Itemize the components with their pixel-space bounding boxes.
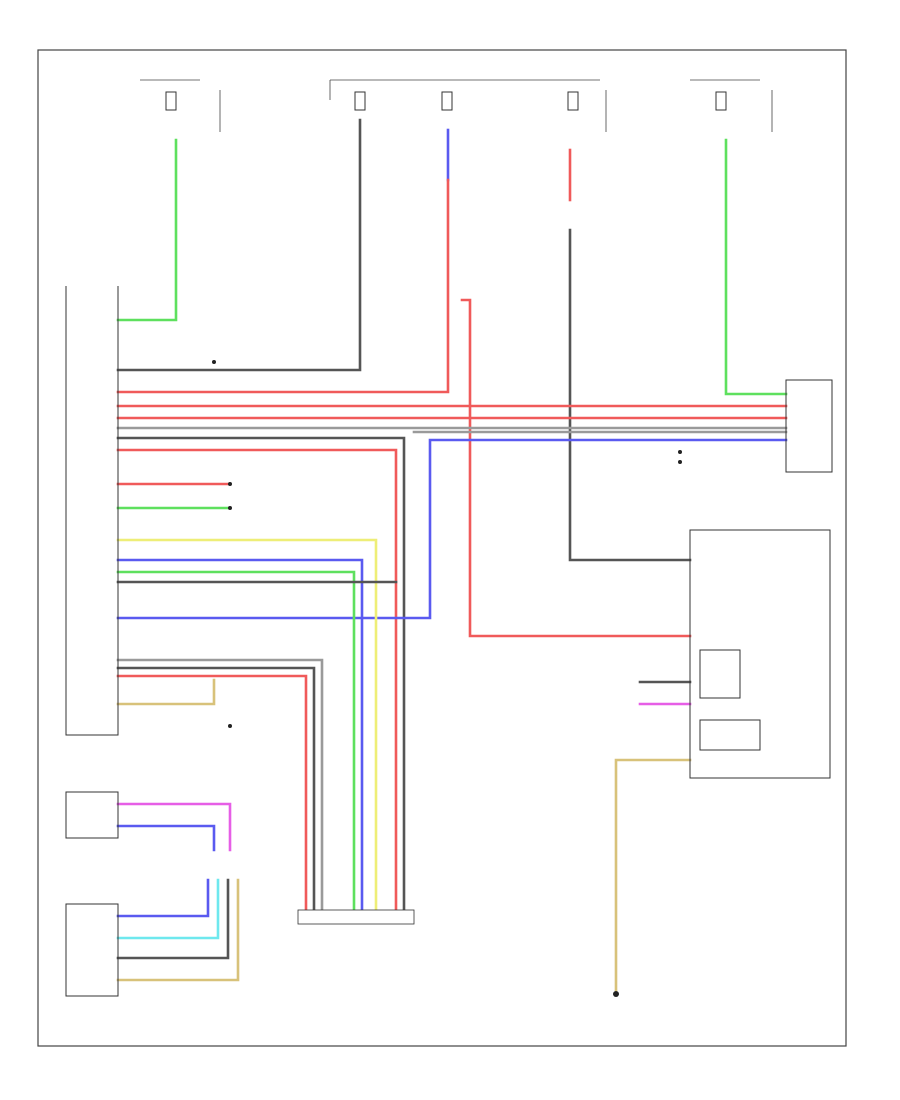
yaw-sensor-module [65,791,119,839]
fuse-block-3 [441,91,453,111]
steering-sensor-module [785,379,833,473]
wire-tan [116,678,216,706]
wire-black-lower [116,666,316,922]
ground-symbol [613,991,619,997]
wire-blue-mid [116,558,364,922]
wire-red-fuse3-branch [460,298,692,638]
fuse-block-5 [690,79,773,132]
airbag-sensor-module [65,903,119,997]
wire-red-lower [116,674,308,922]
wire-blue-low2 [116,878,210,918]
wire-magenta [116,802,232,852]
wire-blue-bus [116,438,788,620]
wire-black-fuse2 [116,118,362,372]
wire-blue-low [116,824,216,852]
wire-green-mid [116,570,356,922]
combination-meter-module [689,529,831,779]
wire-tan-right [614,758,692,992]
fuse-block-4 [567,90,607,132]
steering-lock-connector [297,909,415,925]
wire-green-left [116,138,178,322]
left-ecu-module [65,286,119,736]
wire-yellow [116,538,378,922]
wire-black-low [116,878,230,960]
wire-gray-lower [116,658,324,922]
wire-black-fuse4 [568,228,692,562]
wire-green-right [724,138,788,396]
wire-black-bus [116,436,406,922]
wire-tan-low [116,878,240,982]
diagram-frame [37,49,847,1047]
junction-dots [212,360,682,728]
fuse-block-1 [140,79,221,132]
fuse-block-2 [329,79,600,111]
wire-red-bus-3 [116,448,398,922]
wire-red-fuse3 [116,178,450,394]
wire-cyan [116,878,220,940]
